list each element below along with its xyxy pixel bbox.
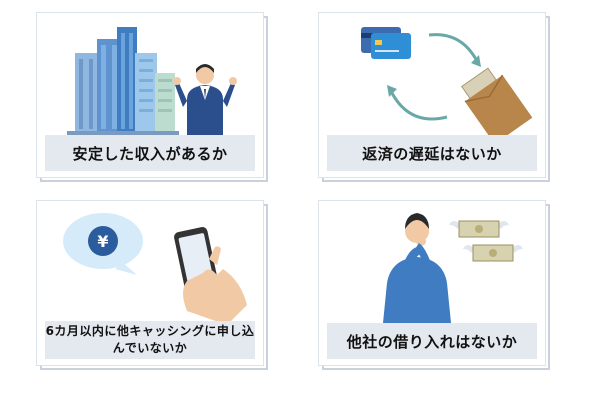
office-buildings-icon [67,27,179,135]
card-no-repayment-delay: 返済の遅延はないか [318,12,550,182]
card-label: 他社の借り入れはないか [327,323,537,359]
card-inner: 他社の借り入れはないか [318,200,546,366]
credit-card-icon [361,27,411,59]
businessman-icon [173,64,237,135]
worried-woman-icon [383,213,451,323]
cash-envelope-icon [461,67,533,141]
worried-woman-flying-money-illustration [383,213,523,323]
office-buildings-businessman-illustration [67,27,237,135]
card-inner: 返済の遅延はないか [318,12,546,178]
card-label: 返済の遅延はないか [327,135,537,171]
cards-envelope-cycle-illustration [361,27,533,141]
speech-bubble-icon: ¥ [63,213,143,275]
card-other-borrowing: 他社の借り入れはないか [318,200,550,370]
card-stable-income: 安定した収入があるか [36,12,268,182]
card-inner: ¥ 6カ月以内に他キャッシングに申し込んでいないか [36,200,264,366]
yen-bubble-phone-illustration: ¥ [63,213,247,325]
card-inner: 安定した収入があるか [36,12,264,178]
yen-icon: ¥ [97,232,108,251]
smartphone-hand-icon [174,227,247,325]
card-label: 安定した収入があるか [45,135,255,171]
cycle-arrow-icon [387,33,481,121]
flying-money-icon [449,220,523,262]
card-recent-applications: ¥ 6カ月以内に他キャッシングに申し込んでいないか [36,200,268,370]
card-label: 6カ月以内に他キャッシングに申し込んでいないか [45,321,255,359]
